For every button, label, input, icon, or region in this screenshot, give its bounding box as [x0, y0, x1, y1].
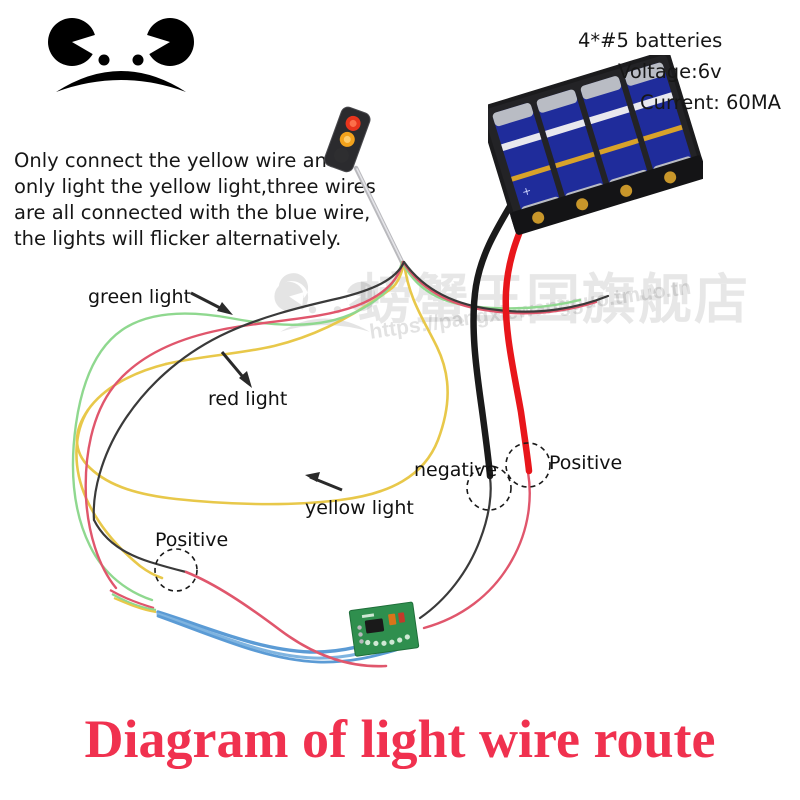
watermark-chinese-text: 螃蟹王国旗舰店: [358, 268, 750, 331]
controller-pcb: [348, 601, 420, 657]
watermark-crab-icon: [274, 273, 376, 332]
positive-left-marker: [154, 548, 198, 592]
positive-right-marker: [505, 442, 551, 488]
battery-voltage-label: Voltage:6v: [618, 60, 722, 83]
svg-text:+: +: [520, 184, 533, 199]
callout-red-light: red light: [208, 388, 288, 410]
green-lamp: [333, 147, 349, 163]
watermark: 螃蟹王国旗舰店 https://pangxiewangguo.tmuo.tn: [270, 255, 748, 385]
yellow-light-arrow: [305, 472, 343, 492]
callout-green-light: green light: [88, 286, 192, 308]
pcb-ic-chip: [364, 618, 385, 634]
callout-yellow-light: yellow light: [305, 497, 414, 519]
callout-negative: negative: [414, 459, 498, 481]
green-light-arrow: [190, 291, 233, 315]
page-title: Diagram of light wire route: [84, 709, 716, 769]
battery-count-label: 4*#5 batteries: [578, 29, 723, 52]
callout-positive-left: Positive: [155, 529, 229, 551]
battery-pack: +: [488, 55, 703, 235]
pcb-capacitor: [388, 613, 397, 626]
traffic-light-module: [324, 106, 405, 265]
watermark-url: https://pangxiewangguo.tmuo.tn: [368, 275, 693, 344]
battery-current-label: Current: 60MA: [640, 91, 781, 114]
red-light-arrow: [220, 351, 252, 388]
callout-positive-right: Positive: [549, 452, 623, 474]
crab-logo-icon: [48, 18, 194, 92]
